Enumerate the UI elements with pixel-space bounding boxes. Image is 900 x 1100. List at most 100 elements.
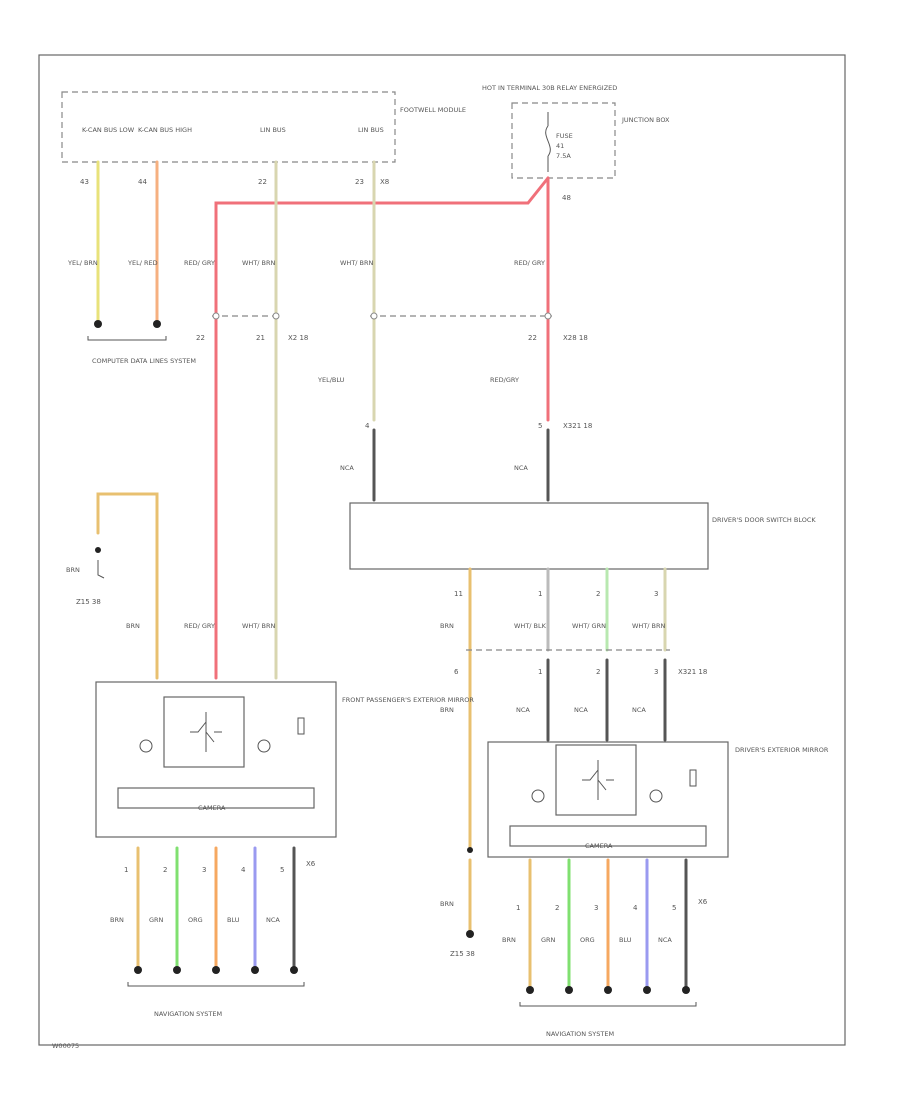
wire-red-gry-supply [214,176,550,680]
nav-pin-dr-2 [565,986,573,994]
cam-label-dr-blu: BLU [619,936,632,944]
wire-brn-ground-left [96,492,159,680]
footwell-module-label: FOOTWELL MODULE [400,106,466,114]
pin-x321-18-dm: X321 18 [678,668,707,676]
computer-data-lines-label: COMPUTER DATA LINES SYSTEM [92,357,196,365]
driver-mirror-camera-bar [509,825,707,847]
nav-label-dr: NAVIGATION SYSTEM [546,1030,614,1038]
front-mirror-inner-box [163,696,245,768]
nav-pin-fp-3 [212,966,220,974]
cam-label-fp-org: ORG [188,916,203,924]
cam-pin-fp-1: 1 [124,866,128,874]
cam-pin-fp-2: 2 [163,866,167,874]
ground-point-driver [467,847,473,853]
nav-pin-dr-4 [643,986,651,994]
wire-label-brn-left: BRN [66,566,80,574]
wire-label-brn-dm: BRN [440,706,454,714]
wire-label-wht-blk: WHT/ BLK [514,622,547,630]
cam-label-fp-brn: BRN [110,916,124,924]
wire-label-brn-ground: BRN [440,900,454,908]
front-mirror-box [95,681,337,838]
wire-label-brn-ds: BRN [440,622,454,630]
pin-2-dm: 2 [596,668,600,676]
diagram-border [38,54,846,1046]
nav-label-fp: NAVIGATION SYSTEM [154,1010,222,1018]
fuse-amperage: 7.5A [556,152,571,160]
cam-label-fp-blu: BLU [227,916,240,924]
driver-mirror-switch-symbol [582,760,614,800]
fuse-symbol [545,112,551,172]
wire-label-wht-brn-2: WHT/ BRN [340,259,374,267]
cam-pin-fp-4: 4 [241,866,246,874]
pin-x2-18: X2 18 [288,334,308,342]
connector-pin-2 [272,312,280,320]
footwell-pin-kcan-high: K-CAN BUS HIGH [138,126,192,134]
front-mirror-motor-left [139,739,153,753]
pin-43: 43 [80,178,89,186]
front-mirror-heater [297,717,305,735]
cam-label-fp-grn: GRN [149,916,164,924]
nav-bracket-dr [519,1002,697,1007]
wire-label-wht-brn-ds: WHT/ BRN [632,622,666,630]
driver-mirror-box [487,741,729,858]
footwell-pin-lin-2: LIN BUS [358,126,384,134]
driver-mirror-camera-label: CAMERA [585,842,613,850]
cam-label-dr-brn: BRN [502,936,516,944]
driver-mirror-motor-right [649,789,663,803]
pin-2-ds: 2 [596,590,600,598]
ground-pin-driver [466,930,474,938]
pin-21-x2: 21 [256,334,265,342]
cam-pin-dr-5: 5 [672,904,676,912]
cam-label-dr-grn: GRN [541,936,556,944]
diagram-id: W00075 [52,1042,79,1050]
footwell-module-box [61,91,396,163]
wire-label-red-gry-1: RED/ GRY [184,259,215,267]
pin-44: 44 [138,178,147,186]
pin-1-ds: 1 [538,590,542,598]
connector-pin-4 [544,312,552,320]
cam-label-fp-nca: NCA [266,916,280,924]
cam-label-dr-org: ORG [580,936,595,944]
junction-box [511,102,616,179]
nav-bracket-fp [127,982,305,987]
wire-label-brn-fp: BRN [126,622,140,630]
footwell-pin-lin-1: LIN BUS [260,126,286,134]
door-switch-block [349,502,709,570]
front-mirror-label: FRONT PASSENGER'S EXTERIOR MIRROR [342,696,474,704]
pin-x321-18-ds: X321 18 [563,422,592,430]
pin-4-ds: 4 [365,422,370,430]
nav-pin-fp-2 [173,966,181,974]
nav-pin-dr-3 [604,986,612,994]
hot-in-label: HOT IN TERMINAL 30B RELAY ENERGIZED [482,84,617,92]
pin-x8-footwell: X8 [380,178,389,186]
wire-label-nca-dm1: NCA [516,706,530,714]
connector-pin-1 [212,312,220,320]
junction-box-label: JUNCTION BOX [621,116,670,124]
pin-22-x28: 22 [528,334,537,342]
wire-label-yel-blu: YEL/BLU [317,376,345,384]
pin-5-ds: 5 [538,422,542,430]
wire-label-red-gry-2: RED/ GRY [514,259,545,267]
cam-pin-dr-3: 3 [594,904,598,912]
wire-label-yel-red: YEL/ RED [127,259,158,267]
fuse-number: 41 [556,142,564,150]
nav-pin-dr-5 [682,986,690,994]
nav-pin-fp-5 [290,966,298,974]
nav-pin-fp-1 [134,966,142,974]
computer-bracket [87,336,167,341]
driver-mirror-label: DRIVER'S EXTERIOR MIRROR [735,746,829,754]
front-mirror-motor-right [257,739,271,753]
ground-symbol-left [97,560,105,579]
wire-label-wht-grn: WHT/ GRN [572,622,606,630]
fuse-label: FUSE [556,132,573,140]
ground-pin-2 [153,320,161,328]
wire-label-nca-dm2: NCA [574,706,588,714]
cam-pin-dr-2: 2 [555,904,559,912]
cam-label-dr-nca: NCA [658,936,672,944]
pin-x28-18: X28 18 [563,334,588,342]
ground-point-left [95,547,101,553]
driver-mirror-motor-left [531,789,545,803]
wire-label-wht-brn-1: WHT/ BRN [242,259,276,267]
wire-label-red-gry-fp: RED/ GRY [184,622,215,630]
